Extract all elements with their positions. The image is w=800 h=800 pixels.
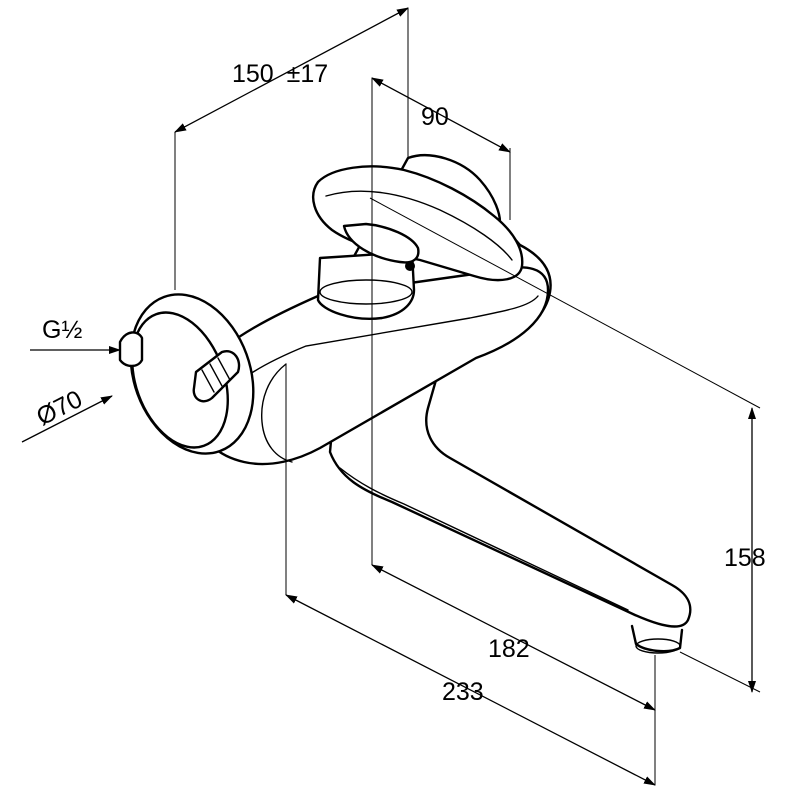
label-rosette-diameter: Ø70 <box>32 385 87 431</box>
cartridge-ring <box>319 279 413 305</box>
body-front-face <box>261 363 293 463</box>
lever-top-edge <box>325 190 513 261</box>
dimension-lines <box>21 7 756 786</box>
label-height: 158 <box>724 544 766 572</box>
label-total-reach: 233 <box>442 678 484 706</box>
label-thread: G½ <box>42 316 82 344</box>
dim-line-90 <box>371 77 511 153</box>
label-overall-width: 150 ±17 <box>232 60 328 88</box>
spout <box>328 328 692 628</box>
label-spout-reach: 182 <box>488 635 530 663</box>
lever-underside <box>342 222 420 264</box>
label-tolerance: ±17 <box>287 60 329 88</box>
spout-highlight <box>339 467 629 611</box>
inlet-stub <box>118 331 144 368</box>
label-lever-width: 90 <box>421 103 449 131</box>
tap-illustration <box>118 154 692 654</box>
leader-d70 <box>21 395 113 443</box>
dim-line-150 <box>174 7 409 133</box>
temperature-indicator <box>405 261 415 271</box>
nut-threads <box>201 357 231 393</box>
dim-line-233 <box>285 594 656 786</box>
